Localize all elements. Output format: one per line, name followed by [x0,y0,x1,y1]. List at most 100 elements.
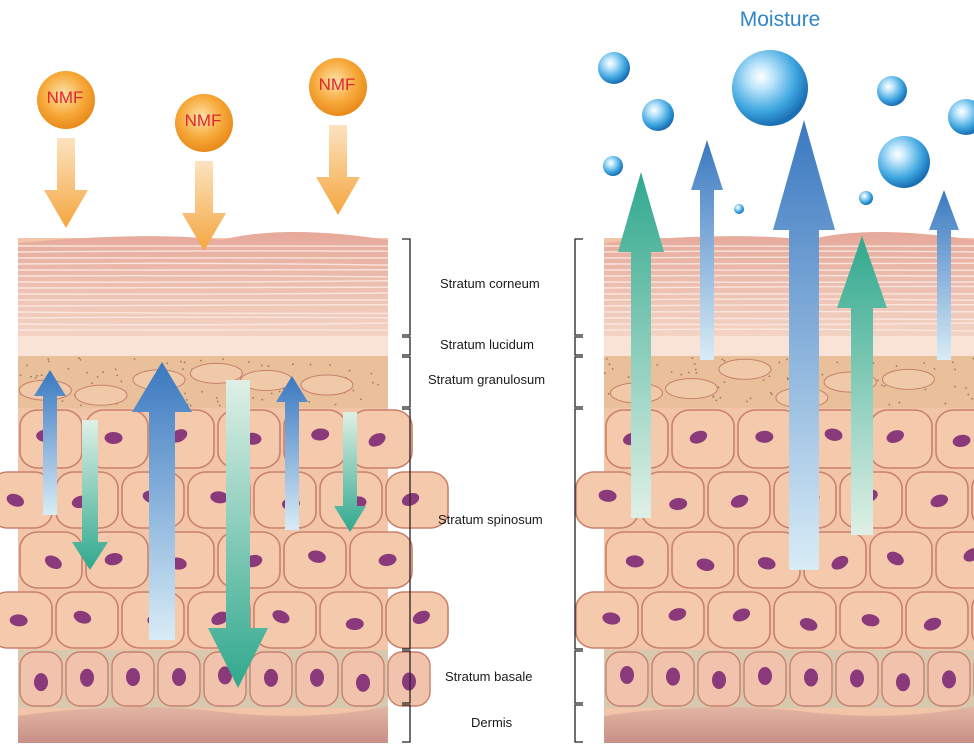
granule-dot [923,362,925,364]
water-droplet [642,99,674,131]
granule-dot [899,402,901,404]
granule-dot [184,361,186,363]
granule-dot [971,398,973,400]
granule-dot [656,364,658,366]
layer-bracket [575,705,583,742]
granule-dot [261,399,263,401]
granule-dot [115,368,117,370]
granule-dot [248,361,250,363]
corneum-line [18,287,388,288]
layer-bracket [402,357,410,407]
granule-dot [308,401,310,403]
granule-dot [268,365,270,367]
basale-nucleus [356,674,370,692]
granule-dot [604,372,606,374]
granule-dot [718,387,720,389]
granule-dot [36,375,38,377]
granule-dot [896,365,898,367]
granule-dot [836,361,838,363]
basale-nucleus [80,669,94,687]
granule-dot [182,368,184,370]
water-droplet [877,76,907,106]
basale-nucleus [850,669,864,687]
granule-dot [80,359,82,361]
granule-dot [779,362,781,364]
granule-dot [20,374,22,376]
granule-dot [694,363,696,365]
granule-dot [271,392,273,394]
granule-dot [80,404,82,406]
granule-dot [78,357,80,359]
basale-nucleus [804,668,818,686]
water-droplet [859,191,873,205]
granule-dot [721,358,723,360]
granule-dot [934,368,936,370]
basale-nucleus [402,673,416,691]
granule-dot [952,361,954,363]
granule-dot [41,374,43,376]
basale-nucleus [126,668,140,686]
basale-nucleus [758,667,772,685]
granule-dot [201,391,203,393]
granule-dot [822,374,824,376]
label-dermis: Dermis [471,715,512,730]
granule-dot [91,382,93,384]
granule-dot [769,375,771,377]
granule-dot [720,397,722,399]
layer-bracket [575,357,583,407]
granule-dot [48,360,50,362]
granule-dot [954,369,956,371]
granule-dot [121,381,123,383]
granule-dot [695,372,697,374]
granule-dot [180,361,182,363]
granule-dot [750,397,752,399]
water-droplet [603,156,623,176]
granule-dot [609,363,611,365]
granulosum-cell [665,379,717,399]
granule-dot [925,389,927,391]
granule-dot [47,358,49,360]
granulosum-cell [301,375,353,395]
granule-dot [723,381,725,383]
layer-bracket [575,337,583,355]
nmf-label-1: NMF [30,88,100,108]
moisture-title: Moisture [700,8,860,32]
water-droplet [734,204,744,214]
nmf-label-3: NMF [302,75,372,95]
granule-dot [86,372,88,374]
granule-dot [688,372,690,374]
granule-dot [888,404,890,406]
label-stratum-lucidum: Stratum lucidum [440,337,534,352]
granule-dot [222,358,224,360]
granule-dot [763,379,765,381]
granule-dot [954,386,956,388]
granule-dot [715,399,717,401]
granule-dot [184,393,186,395]
granule-dot [770,392,772,394]
granule-dot [372,382,374,384]
granule-dot [944,403,946,405]
granule-dot [371,373,373,375]
nmf-arrow-down [44,138,88,228]
granule-dot [116,374,118,376]
granule-dot [67,368,69,370]
nmf-arrow-down [316,125,360,215]
label-stratum-spinosum: Stratum spinosum [438,512,543,527]
granule-dot [671,371,673,373]
granule-dot [310,364,312,366]
granulosum-cell [75,385,127,405]
granule-dot [292,363,294,365]
granule-dot [691,357,693,359]
granule-dot [217,401,219,403]
granule-dot [360,398,362,400]
granule-dot [884,385,886,387]
granule-dot [628,376,630,378]
granule-dot [329,364,331,366]
layer-bracket [402,705,410,742]
granule-dot [335,404,337,406]
granule-dot [606,358,608,360]
water-droplet [878,136,930,188]
granule-dot [252,397,254,399]
granule-dot [608,393,610,395]
